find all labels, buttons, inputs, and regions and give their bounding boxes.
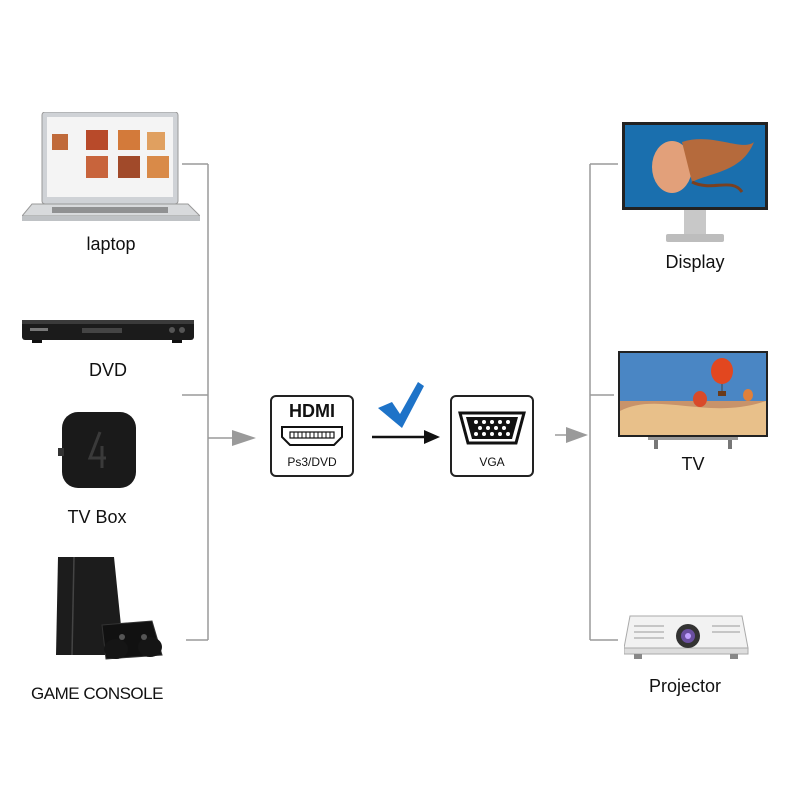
source-arrow-icon [232,430,256,446]
tv-box-image [56,408,140,492]
output-label-tv: TV [681,454,705,474]
output-label-projector: Projector [648,676,722,696]
source-label-dvd: DVD [88,360,127,380]
game-console-image [52,555,164,661]
vga-output-box: VGA [450,395,534,477]
dvd-player-image [22,318,194,344]
laptop-image [22,112,200,224]
source-bracket [182,163,234,641]
check-icon [378,382,424,428]
display-monitor-image [622,122,768,246]
convert-arrow-icon [424,430,440,444]
hdmi-title: HDMI [289,401,335,421]
output-label-display: Display [665,252,725,272]
hdmi-input-box: HDMI Ps3/DVD [270,395,354,477]
vga-subtitle: VGA [479,455,505,469]
source-label-tv-box: TV Box [67,507,127,527]
output-arrow-icon [566,427,588,443]
tv-image [618,351,768,451]
source-label-game-console: GAME CONSOLE [31,684,163,703]
hdmi-subtitle: Ps3/DVD [287,455,337,469]
source-label-laptop: laptop [86,234,136,254]
projector-image [624,612,750,660]
vga-port-icon [458,411,526,445]
output-bracket [555,163,618,641]
hdmi-port-icon [281,426,343,446]
